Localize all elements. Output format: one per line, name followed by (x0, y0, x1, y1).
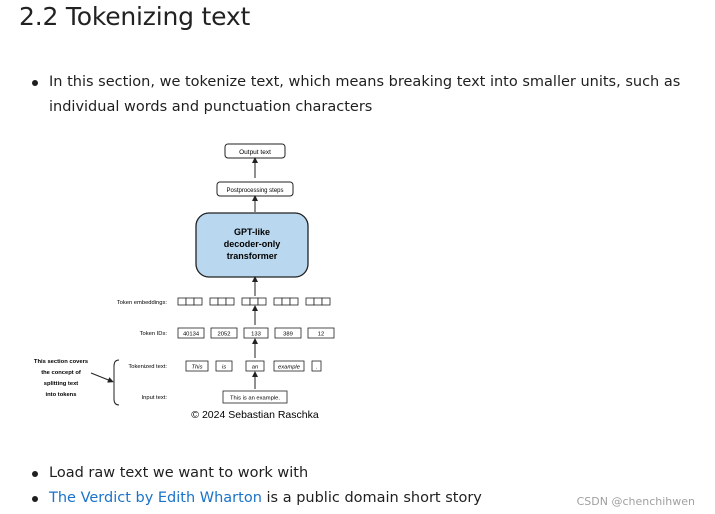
list-item: The Verdict by Edith Wharton is a public… (32, 486, 704, 511)
page-title: 2.2 Tokenizing text (19, 2, 251, 31)
bullet-text: is a public domain short story (261, 490, 482, 506)
list-item: In this section, we tokenize text, which… (32, 70, 704, 120)
embedding-vectors (177, 297, 331, 306)
side-note-line: the concept of (41, 370, 81, 376)
side-note-line: This section covers (34, 359, 88, 365)
the-verdict-link[interactable]: The Verdict by Edith Wharton (49, 490, 262, 506)
tokenization-diagram: Output text Postprocessing steps GPT-lik… (34, 143, 335, 421)
token-id: 2052 (218, 332, 231, 338)
side-note-line: into tokens (46, 392, 77, 398)
input-text-box (222, 390, 288, 404)
output-text-label: Output text (239, 149, 271, 156)
token-id: 12 (318, 332, 324, 338)
token: . (316, 365, 318, 371)
token: example (278, 365, 301, 371)
token: an (252, 365, 258, 371)
token: is (222, 365, 226, 371)
list-item: Load raw text we want to work with (32, 461, 704, 486)
tokenization-figure: Output text Postprocessing steps GPT-lik… (27, 138, 367, 428)
token-id: 40134 (183, 332, 200, 338)
token-embeddings-label: Token embeddings: (117, 300, 168, 306)
bullet-text: Load raw text we want to work with (49, 465, 309, 481)
bullet-text: In this section, we tokenize text, which… (49, 74, 681, 115)
token-id: 133 (251, 332, 261, 338)
bullet-dot (32, 471, 38, 477)
token: This (192, 365, 203, 371)
watermark: CSDN @chenchihwen (576, 495, 695, 508)
token-id: 389 (283, 332, 293, 338)
copyright-text: © 2024 Sebastian Raschka (191, 409, 319, 421)
postprocessing-label: Postprocessing steps (226, 188, 283, 194)
input-text-value: This is an example. (230, 396, 280, 402)
token-ids-label: Token IDs: (140, 331, 168, 337)
tokenized-text-label: Tokenized text: (128, 364, 167, 370)
model-line-2: decoder-only (224, 239, 281, 249)
input-text-label: Input text: (142, 395, 168, 401)
bullet-dot (32, 80, 38, 86)
model-line-3: transformer (227, 251, 278, 261)
side-note-line: splitting text (44, 381, 79, 387)
note-arrow (90, 372, 114, 383)
token-id-boxes (177, 327, 335, 339)
bullet-dot (32, 496, 38, 502)
section-bracket (113, 359, 120, 406)
model-line-1: GPT-like (234, 227, 270, 237)
